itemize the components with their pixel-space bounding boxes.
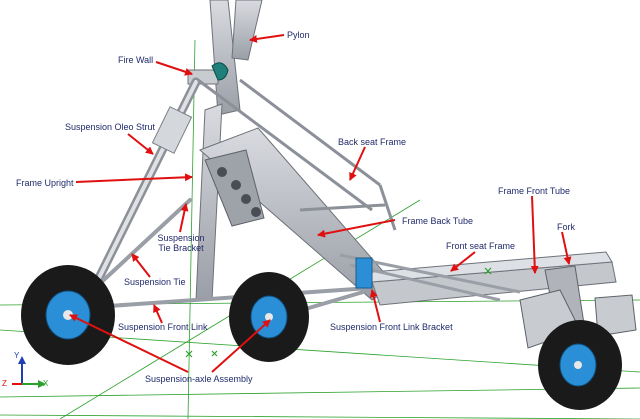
arrow-suspension-tie (131, 253, 151, 278)
arrow-pylon (249, 34, 285, 43)
label-suspension-axle-assembly: Suspension-axle Assembly (145, 374, 253, 384)
arrow-frame-upright (75, 173, 193, 183)
frame-upright-shape (195, 103, 223, 301)
label-suspension-oleo-strut: Suspension Oleo Strut (65, 122, 156, 132)
arrow-frame-front-tube (530, 195, 539, 274)
label-front-seat-frame: Front seat Frame (446, 241, 516, 251)
label-suspension-tie-bracket-line1: Suspension (157, 233, 205, 243)
arrow-fork (561, 231, 572, 265)
arrow-axle-assembly-right (211, 319, 271, 373)
label-frame-back-tube: Frame Back Tube (402, 216, 474, 226)
axis-label-x: X (43, 379, 49, 388)
arrow-frame-back-tube (317, 219, 396, 238)
oleo-strut-shape (87, 77, 201, 297)
arrow-front-link-bracket (369, 289, 381, 323)
arrow-fire-wall (155, 61, 193, 76)
wheel-rear-right (229, 272, 309, 362)
back-seat-frame-shape (197, 78, 397, 231)
label-suspension-tie: Suspension Tie (124, 277, 186, 287)
label-frame-upright: Frame Upright (16, 178, 74, 188)
axis-label-z: Z (2, 379, 7, 388)
label-suspension-front-link: Suspension Front Link (118, 322, 208, 332)
arrow-tie-bracket (179, 203, 189, 233)
callout-arrows (69, 34, 572, 373)
axis-label-y: Y (14, 351, 20, 360)
label-fork: Fork (557, 222, 575, 232)
reference-markers (185, 267, 492, 358)
gusset-plate (204, 149, 265, 227)
pylon-shape (209, 0, 263, 116)
label-frame-front-tube: Frame Front Tube (498, 186, 571, 196)
axis-triad-icon (12, 356, 46, 388)
arrow-front-seat-frame (450, 251, 476, 272)
arrow-back-seat-frame (349, 146, 366, 181)
arrow-oleo-strut (127, 133, 154, 155)
label-pylon: Pylon (287, 30, 310, 40)
label-suspension-front-link-bracket: Suspension Front Link Bracket (330, 322, 453, 332)
arrow-axle-assembly-left (69, 314, 189, 373)
label-suspension-tie-bracket-line2: Tie Bracket (158, 243, 204, 253)
wheel-front (538, 320, 622, 410)
arrow-front-link (153, 304, 163, 324)
front-link-bracket-shape (355, 257, 373, 289)
label-suspension-tie-bracket: Suspension Tie Bracket (155, 233, 207, 253)
label-fire-wall: Fire Wall (118, 55, 154, 65)
wheel-rear-left (21, 265, 115, 365)
label-back-seat-frame: Back seat Frame (338, 137, 407, 147)
